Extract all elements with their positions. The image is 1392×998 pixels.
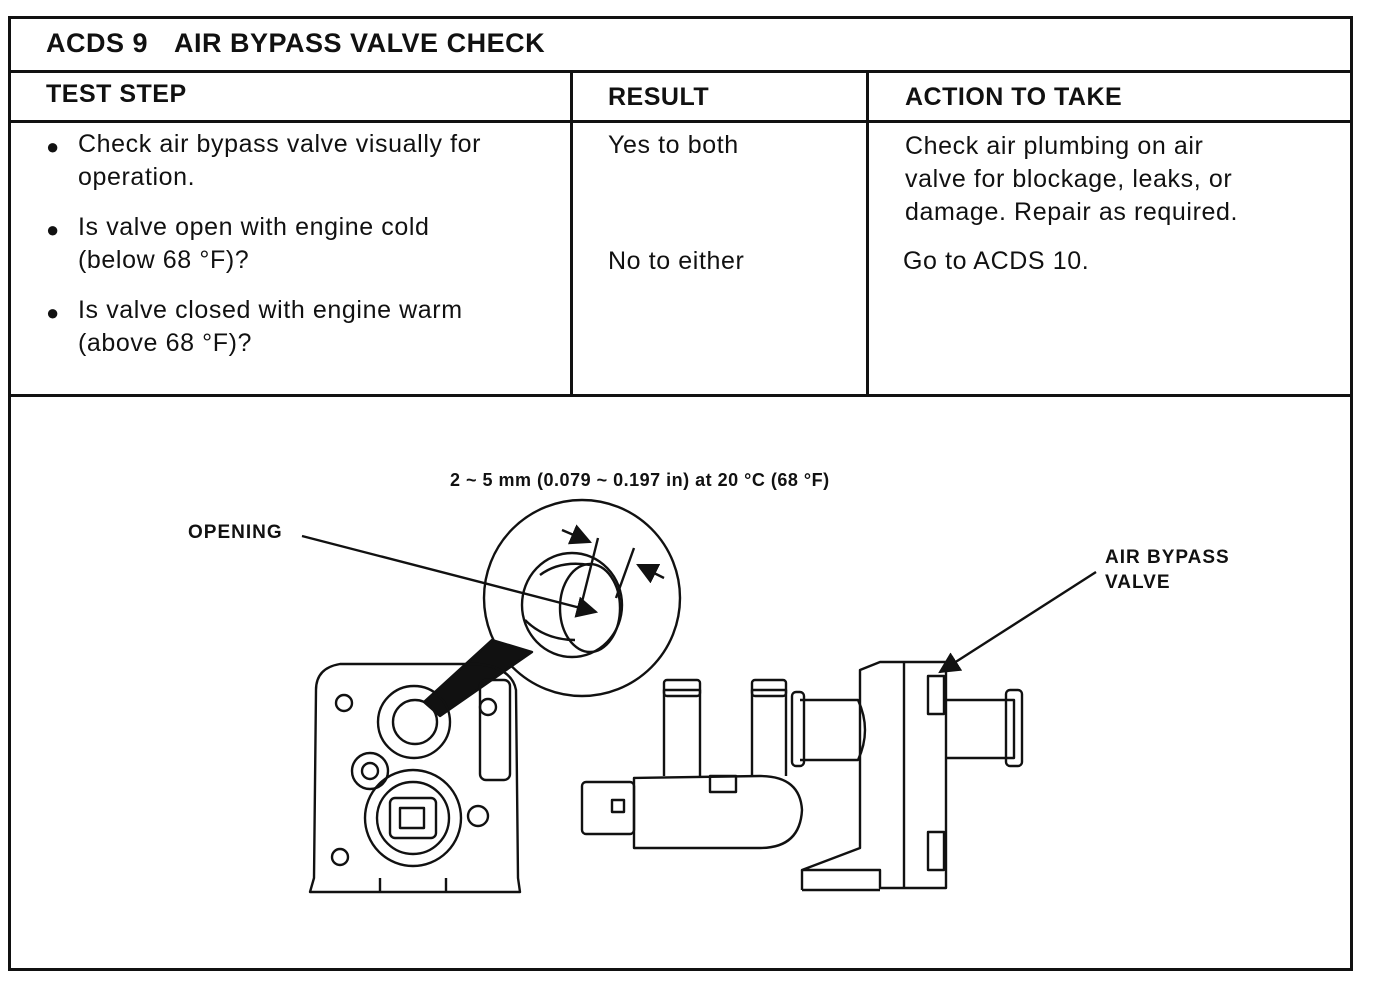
column-header-divider xyxy=(8,120,1353,123)
bullet-icon: ● xyxy=(46,134,60,159)
procedure-frame xyxy=(8,16,1353,971)
col-header-test-step: TEST STEP xyxy=(46,80,187,108)
procedure-title: AIR BYPASS VALVE CHECK xyxy=(174,28,546,58)
table-bottom-divider xyxy=(8,394,1353,397)
test-step-item: Check air bypass valve visually for oper… xyxy=(78,130,482,191)
procedure-code: ACDS 9 xyxy=(46,28,149,58)
column-divider-2 xyxy=(866,70,869,396)
col-header-action: ACTION TO TAKE xyxy=(905,83,1123,111)
action-no: Go to ACDS 10. xyxy=(903,247,1090,275)
result-no: No to either xyxy=(608,247,745,275)
page-title: ACDS 9 AIR BYPASS VALVE CHECK xyxy=(46,28,545,59)
action-yes: Check air plumbing on air valve for bloc… xyxy=(905,132,1239,226)
bullet-icon: ● xyxy=(46,217,60,242)
dimension-label: 2 ~ 5 mm (0.079 ~ 0.197 in) at 20 °C (68… xyxy=(450,470,830,490)
column-divider-1 xyxy=(570,70,573,396)
test-step-item: Is valve open with engine cold (below 68… xyxy=(78,213,430,274)
header-divider xyxy=(8,70,1353,73)
test-step-item: Is valve closed with engine warm (above … xyxy=(78,296,463,357)
result-yes: Yes to both xyxy=(608,131,739,159)
col-header-result: RESULT xyxy=(608,83,710,111)
valve-label: AIR BYPASS VALVE xyxy=(1105,547,1230,593)
bullet-icon: ● xyxy=(46,300,60,325)
opening-label: OPENING xyxy=(188,522,283,543)
